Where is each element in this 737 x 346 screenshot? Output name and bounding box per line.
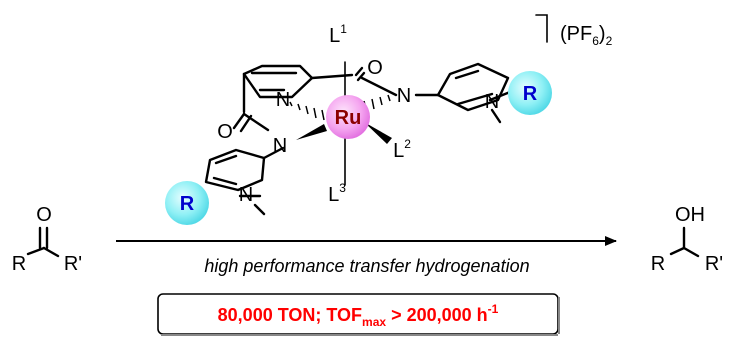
- ligand-l1-label: L1: [329, 22, 347, 47]
- right-amide-n-label: N: [397, 85, 411, 107]
- alcohol-r-prime-label: R': [705, 253, 723, 275]
- ligand-l2-label: L2: [393, 137, 411, 162]
- reaction-condition: high performance transfer hydrogenation: [204, 256, 529, 276]
- product-alcohol: OH R R': [651, 204, 723, 275]
- performance-highlight: 80,000 TON; TOFmax > 200,000 h-1: [157, 293, 560, 336]
- r-sphere-right: [508, 71, 552, 115]
- left-pyridinium-n-label: N: [239, 184, 253, 206]
- complex-bracket: [535, 14, 548, 43]
- right-pyridinium-ring: [436, 62, 512, 124]
- pyridine-n-label: N: [276, 89, 290, 111]
- left-amide-wedge: [296, 124, 327, 140]
- counterion-label: (PF6)2: [560, 23, 613, 48]
- ruthenium-label: Ru: [335, 107, 362, 129]
- l2-wedge: [364, 122, 392, 144]
- right-pyridinium-n-label: N: [485, 91, 499, 113]
- central-pyridine-ring: [232, 64, 398, 133]
- ketone-o-label: O: [36, 204, 52, 226]
- catalyst-structure: Ru L1 L2 L3 N N N N N O O R R (PF6)2: [165, 14, 613, 225]
- ketone-r-label: R: [12, 253, 26, 275]
- r-label-right: R: [523, 83, 538, 105]
- left-amide-n-label: N: [273, 135, 287, 157]
- left-pyridinium-ring: [204, 146, 285, 216]
- ketone-r-prime-label: R': [64, 253, 82, 275]
- right-carbonyl-o-label: O: [367, 57, 383, 79]
- alcohol-r-label: R: [651, 253, 665, 275]
- reactant-ketone: O R R': [12, 204, 82, 275]
- performance-text: 80,000 TON; TOFmax > 200,000 h-1: [218, 302, 499, 329]
- left-carbonyl-o-label: O: [217, 121, 233, 143]
- ruthenium-sphere: [326, 95, 370, 139]
- r-label-left: R: [180, 193, 195, 215]
- r-sphere-left: [165, 181, 209, 225]
- alcohol-oh-label: OH: [675, 204, 705, 226]
- ligand-l3-label: L3: [328, 181, 346, 206]
